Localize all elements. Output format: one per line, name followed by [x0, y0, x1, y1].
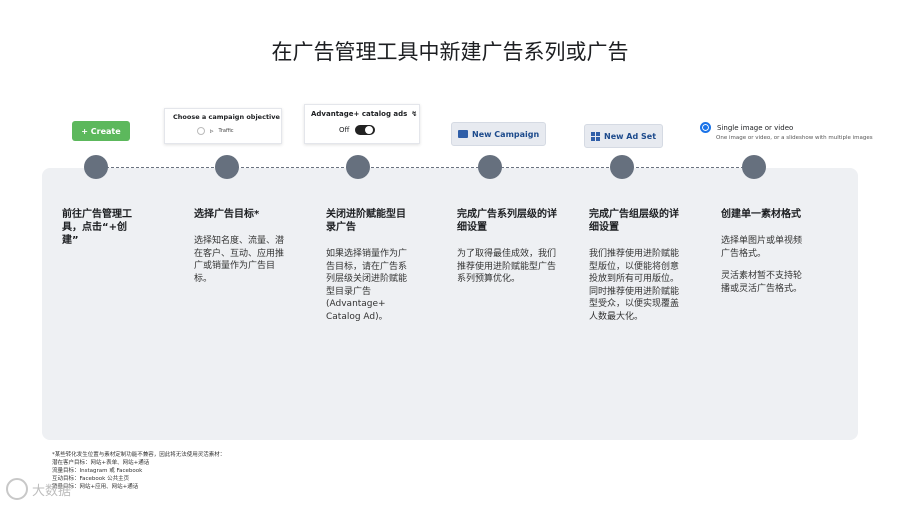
- step-4-text: 为了取得最佳成效，我们推荐使用进阶赋能型广告系列预算优化。: [457, 249, 557, 284]
- footnote-line-1: *某些转化发生位置与素材定制功能不兼容，因此将无法使用灵活素材：: [52, 452, 226, 458]
- steps-panel: [42, 168, 858, 440]
- timeline-line: [96, 167, 754, 168]
- catalog-toggle-label: Off: [339, 126, 350, 134]
- step-3-heading: 关闭进阶赋能型目录广告: [326, 209, 406, 233]
- footnote-line-2: 潜在客户目标：网站+表单、网站+通话: [52, 460, 150, 466]
- objective-option-traffic[interactable]: Traffic: [218, 128, 234, 134]
- single-image-option[interactable]: Single image or video One image or video…: [700, 122, 890, 141]
- step-5-heading: 完成广告组层级的详细设置: [589, 209, 679, 233]
- create-button-label: + Create: [81, 126, 121, 136]
- footnote-line-5: 销量目标：网站+应用、网站+通话: [52, 484, 139, 490]
- step-2: 选择广告目标* 选择知名度、流量、潜在客户、互动、应用推广或销量作为广告目标。: [194, 208, 286, 295]
- step-2-heading: 选择广告目标*: [194, 209, 260, 220]
- step-dot-5: [610, 155, 634, 179]
- page-title: 在广告管理工具中新建广告系列或广告: [271, 40, 629, 64]
- step-1: 前往广告管理工具，点击“+创建”: [62, 208, 142, 247]
- folder-icon: [458, 130, 468, 138]
- step-6-text-1: 选择单图片或单视频广告格式。: [721, 236, 803, 259]
- step-1-heading: 前往广告管理工具，点击“+创建”: [62, 209, 132, 246]
- step-dot-2: [215, 155, 239, 179]
- step-3-text: 如果选择销量作为广告目标，请在广告系列层级关闭进阶赋能型目录广告 (Advant…: [326, 249, 408, 322]
- single-image-label: Single image or video: [717, 123, 794, 132]
- new-campaign-button[interactable]: New Campaign: [451, 122, 547, 146]
- single-image-sub: One image or video, or a slideshow with …: [716, 135, 873, 141]
- step-dot-1: [84, 155, 108, 179]
- step-5: 完成广告组层级的详细设置 我们推荐使用进阶赋能型版位，以便能将创意投放到所有可用…: [589, 208, 683, 333]
- radio-selected-icon[interactable]: [700, 122, 711, 133]
- step-6-text-2: 灵活素材暂不支持轮播或灵活广告格式。: [721, 271, 803, 294]
- objective-heading: Choose a campaign objective: [173, 113, 280, 121]
- create-button[interactable]: + Create: [72, 121, 130, 141]
- step-5-text: 我们推荐使用进阶赋能型版位，以便能将创意投放到所有可用版位。同时推荐使用进阶赋能…: [589, 249, 680, 322]
- step-dot-3: [346, 155, 370, 179]
- watermark-text: 大数据: [32, 483, 72, 499]
- watermark-logo-icon: [6, 478, 28, 500]
- new-ad-set-label: New Ad Set: [604, 131, 657, 141]
- step-6: 创建单一素材格式 选择单图片或单视频广告格式。 灵活素材暂不支持轮播或灵活广告格…: [721, 208, 809, 305]
- cursor-icon: ▹: [210, 126, 214, 135]
- step-dot-6: [742, 155, 766, 179]
- campaign-objective-card: Choose a campaign objective ▹ Traffic: [164, 108, 282, 144]
- footnote: *某些转化发生位置与素材定制功能不兼容，因此将无法使用灵活素材： 潜在客户目标：…: [52, 451, 225, 491]
- advantage-icon: ↯: [411, 110, 418, 118]
- new-campaign-label: New Campaign: [472, 129, 540, 139]
- catalog-heading: Advantage+ catalog ads: [311, 110, 408, 118]
- objective-radio[interactable]: [197, 127, 205, 135]
- step-6-heading: 创建单一素材格式: [721, 209, 801, 220]
- catalog-ads-card: Advantage+ catalog ads ↯ Off: [304, 104, 420, 144]
- step-2-text: 选择知名度、流量、潜在客户、互动、应用推广或销量作为广告目标。: [194, 236, 285, 284]
- new-ad-set-button[interactable]: New Ad Set: [584, 124, 664, 148]
- step-4: 完成广告系列层级的详细设置 为了取得最佳成效，我们推荐使用进阶赋能型广告系列预算…: [457, 208, 561, 296]
- grid-icon: [591, 131, 600, 141]
- watermark: 大数据: [6, 478, 71, 500]
- step-dot-4: [478, 155, 502, 179]
- catalog-toggle[interactable]: [355, 125, 376, 135]
- step-4-heading: 完成广告系列层级的详细设置: [457, 209, 557, 233]
- footnote-line-3: 流量目标：Instagram 或 Facebook: [52, 468, 143, 474]
- step-3: 关闭进阶赋能型目录广告 如果选择销量作为广告目标，请在广告系列层级关闭进阶赋能型…: [326, 208, 412, 333]
- footnote-line-4: 互动目标：Facebook 公共主页: [52, 476, 130, 482]
